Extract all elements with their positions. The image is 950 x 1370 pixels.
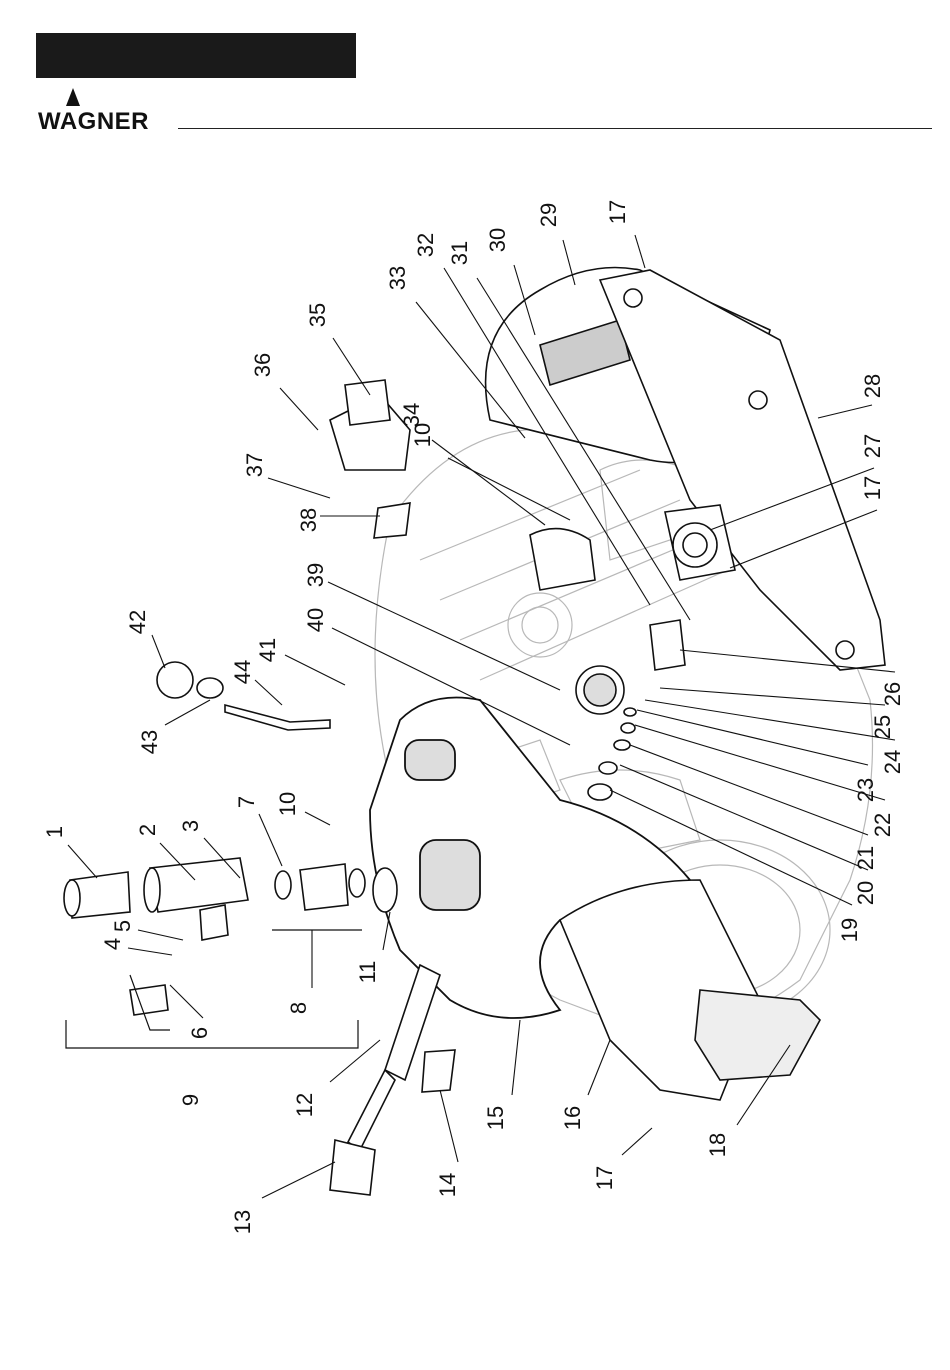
callout-c18: 18 <box>705 1133 730 1157</box>
leader-line-c5 <box>138 930 183 940</box>
leader-line-c16 <box>588 1040 610 1095</box>
callout-c2: 2 <box>135 824 160 836</box>
callout-c13: 13 <box>230 1210 255 1234</box>
leader-line-c7 <box>259 814 282 866</box>
callout-c33: 33 <box>385 266 410 290</box>
callout-c43: 43 <box>137 730 162 754</box>
leader-line-c17a <box>622 1128 652 1155</box>
leader-line-c10b <box>448 458 570 520</box>
leader-line-c17c <box>635 235 645 268</box>
callout-c12: 12 <box>292 1093 317 1117</box>
callout-c42: 42 <box>125 610 150 634</box>
leader-line-c15 <box>512 1020 520 1095</box>
callout-c20: 20 <box>853 881 878 905</box>
callout-c31: 31 <box>447 241 472 265</box>
callout-c5: 5 <box>110 920 135 932</box>
leader-line-c11 <box>383 912 390 950</box>
leader-line-c42 <box>152 635 165 668</box>
leader-line-c12 <box>330 1040 380 1082</box>
leader-line-c14 <box>440 1090 458 1162</box>
callout-c32: 32 <box>413 233 438 257</box>
callout-c9: 9 <box>178 1094 203 1106</box>
callout-c30: 30 <box>485 228 510 252</box>
label-plate-18 <box>695 990 820 1080</box>
leader-line-c4 <box>128 948 172 955</box>
callout-c10a: 10 <box>275 792 300 816</box>
callout-c36: 36 <box>250 353 275 377</box>
leader-line-c37 <box>268 478 330 498</box>
leader-line-c28 <box>818 405 872 418</box>
callout-c26: 26 <box>880 682 905 706</box>
callout-c29: 29 <box>536 203 561 227</box>
leader-line-c41 <box>285 655 345 685</box>
callout-c10b: 10 <box>410 423 435 447</box>
leader-line-c34 <box>432 440 545 525</box>
callout-c3: 3 <box>178 820 203 832</box>
callout-c35: 35 <box>305 303 330 327</box>
callout-c41: 41 <box>255 638 280 662</box>
callout-c39: 39 <box>303 563 328 587</box>
leader-line-c13 <box>262 1162 335 1198</box>
callout-c6: 6 <box>187 1027 212 1039</box>
callout-c7: 7 <box>234 796 259 808</box>
pressure-gauge-39 <box>576 666 624 714</box>
callout-c17b: 17 <box>860 476 885 500</box>
callout-c14: 14 <box>435 1173 460 1197</box>
hose-and-plug <box>330 965 455 1195</box>
side-cover-28 <box>600 270 885 670</box>
leader-line-c25 <box>660 688 885 705</box>
callout-c11: 11 <box>355 961 380 984</box>
leader-line-c6 <box>170 985 203 1018</box>
callout-c16: 16 <box>560 1106 585 1130</box>
callout-c1: 1 <box>42 826 67 838</box>
leader-line-c23 <box>637 710 868 765</box>
callout-c21: 21 <box>853 846 878 870</box>
callout-c17a: 17 <box>592 1166 617 1190</box>
callout-c25: 25 <box>870 715 895 739</box>
callout-c19: 19 <box>837 918 862 942</box>
callout-c37: 37 <box>242 453 267 477</box>
callout-c17c: 17 <box>605 200 630 224</box>
leader-line-c44 <box>255 680 282 705</box>
leader-line-c10a <box>305 812 330 825</box>
callout-c4: 4 <box>100 938 125 950</box>
leader-line-c21 <box>630 745 868 835</box>
leader-line-c1 <box>68 845 97 878</box>
callout-c27: 27 <box>860 434 885 458</box>
callout-c24: 24 <box>880 750 905 774</box>
callout-c38: 38 <box>296 508 321 532</box>
callout-c8: 8 <box>286 1002 311 1014</box>
callout-c15: 15 <box>483 1106 508 1130</box>
inlet-valve-parts <box>64 858 397 1015</box>
leader-line-c22 <box>635 725 885 800</box>
callout-c22: 22 <box>870 813 895 837</box>
leader-line-c43 <box>165 700 210 725</box>
callout-c40: 40 <box>303 608 328 632</box>
callout-c28: 28 <box>860 374 885 398</box>
callout-c44: 44 <box>230 660 255 684</box>
callout-c23: 23 <box>853 778 878 802</box>
leader-line-c36 <box>280 388 318 430</box>
leader-line-c24 <box>645 700 895 740</box>
